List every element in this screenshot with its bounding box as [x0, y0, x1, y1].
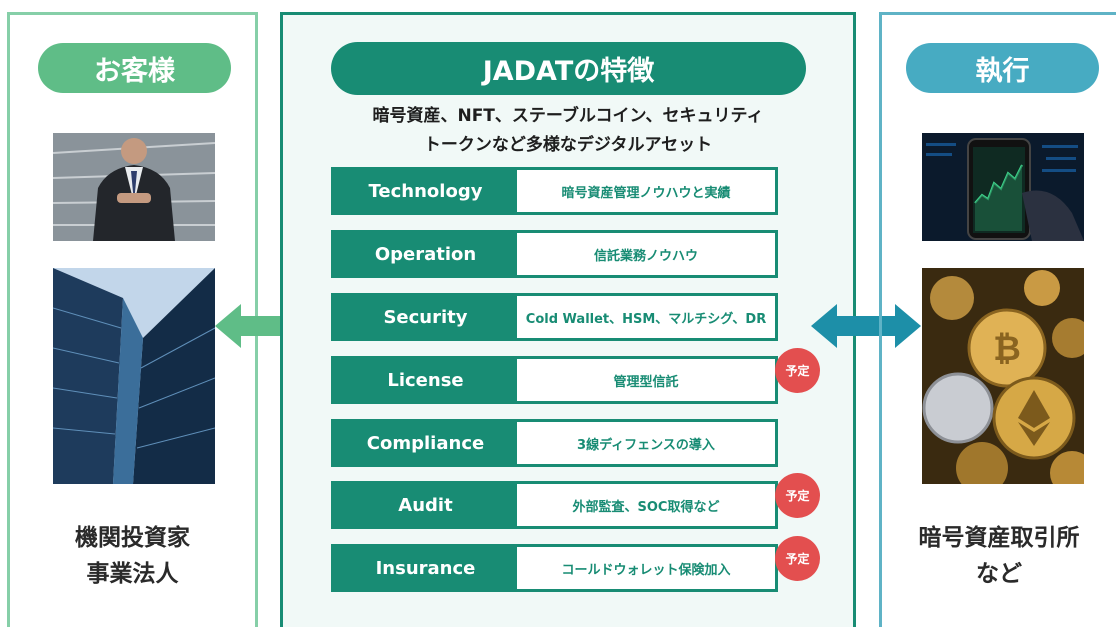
execution-panel: 執行 ₿: [879, 12, 1116, 627]
planned-badge: 予定: [775, 536, 820, 581]
intro-line: トークンなど多様なデジタルアセット: [423, 135, 713, 155]
features-title: JADATの特徴: [331, 42, 806, 95]
feature-label: Operation: [334, 233, 517, 275]
customer-caption: 機関投資家 事業法人: [10, 520, 255, 592]
feature-label: Insurance: [334, 547, 517, 589]
intro-line: 暗号資産、NFT、ステーブルコイン、セキュリティ: [372, 106, 764, 126]
execution-caption: 暗号資産取引所 など: [882, 520, 1116, 592]
feature-desc: 信託業務ノウハウ: [593, 248, 698, 264]
feature-row-license: License 管理型信託: [331, 356, 778, 404]
feature-row-insurance: Insurance コールドウォレット保険加入: [331, 544, 778, 592]
feature-label: Compliance: [334, 422, 517, 464]
businessman-photo: [53, 133, 215, 241]
execution-caption-line: など: [976, 561, 1022, 587]
feature-row-compliance: Compliance 3線ディフェンスの導入: [331, 419, 778, 467]
customer-caption-line: 機関投資家: [75, 525, 190, 551]
crypto-coins-photo: ₿: [922, 268, 1084, 484]
features-intro: 暗号資産、NFT、ステーブルコイン、セキュリティ トークンなど多様なデジタルアセ…: [283, 102, 853, 160]
office-building-photo: [53, 268, 215, 484]
feature-desc: 外部監査、SOC取得など: [572, 499, 720, 515]
customer-title: お客様: [38, 43, 231, 93]
execution-caption-line: 暗号資産取引所: [918, 525, 1080, 551]
features-panel: JADATの特徴 暗号資産、NFT、ステーブルコイン、セキュリティ トークンなど…: [280, 12, 856, 627]
feature-label: Technology: [334, 170, 517, 212]
feature-row-operation: Operation 信託業務ノウハウ: [331, 230, 778, 278]
feature-row-security: Security Cold Wallet、HSM、マルチシグ、DR: [331, 293, 778, 341]
feature-desc: コールドウォレット保険加入: [561, 562, 731, 578]
feature-row-technology: Technology 暗号資産管理ノウハウと実績: [331, 167, 778, 215]
execution-title: 執行: [906, 43, 1099, 93]
feature-label: Audit: [334, 484, 517, 526]
feature-desc: 管理型信託: [613, 374, 679, 390]
feature-label: Security: [334, 296, 517, 338]
svg-text:₿: ₿: [993, 329, 1021, 369]
planned-badge: 予定: [775, 473, 820, 518]
customer-panel: お客様 機関: [7, 12, 258, 627]
feature-desc: 3線ディフェンスの導入: [577, 437, 715, 453]
feature-desc: Cold Wallet、HSM、マルチシグ、DR: [525, 311, 767, 327]
planned-badge: 予定: [775, 348, 820, 393]
feature-desc: 暗号資産管理ノウハウと実績: [561, 185, 731, 201]
trading-phone-photo: [922, 133, 1084, 241]
feature-label: License: [334, 359, 517, 401]
double-arrow-icon: [215, 304, 325, 348]
customer-caption-line: 事業法人: [86, 561, 179, 587]
double-arrow-icon: [811, 304, 921, 348]
feature-row-audit: Audit 外部監査、SOC取得など: [331, 481, 778, 529]
